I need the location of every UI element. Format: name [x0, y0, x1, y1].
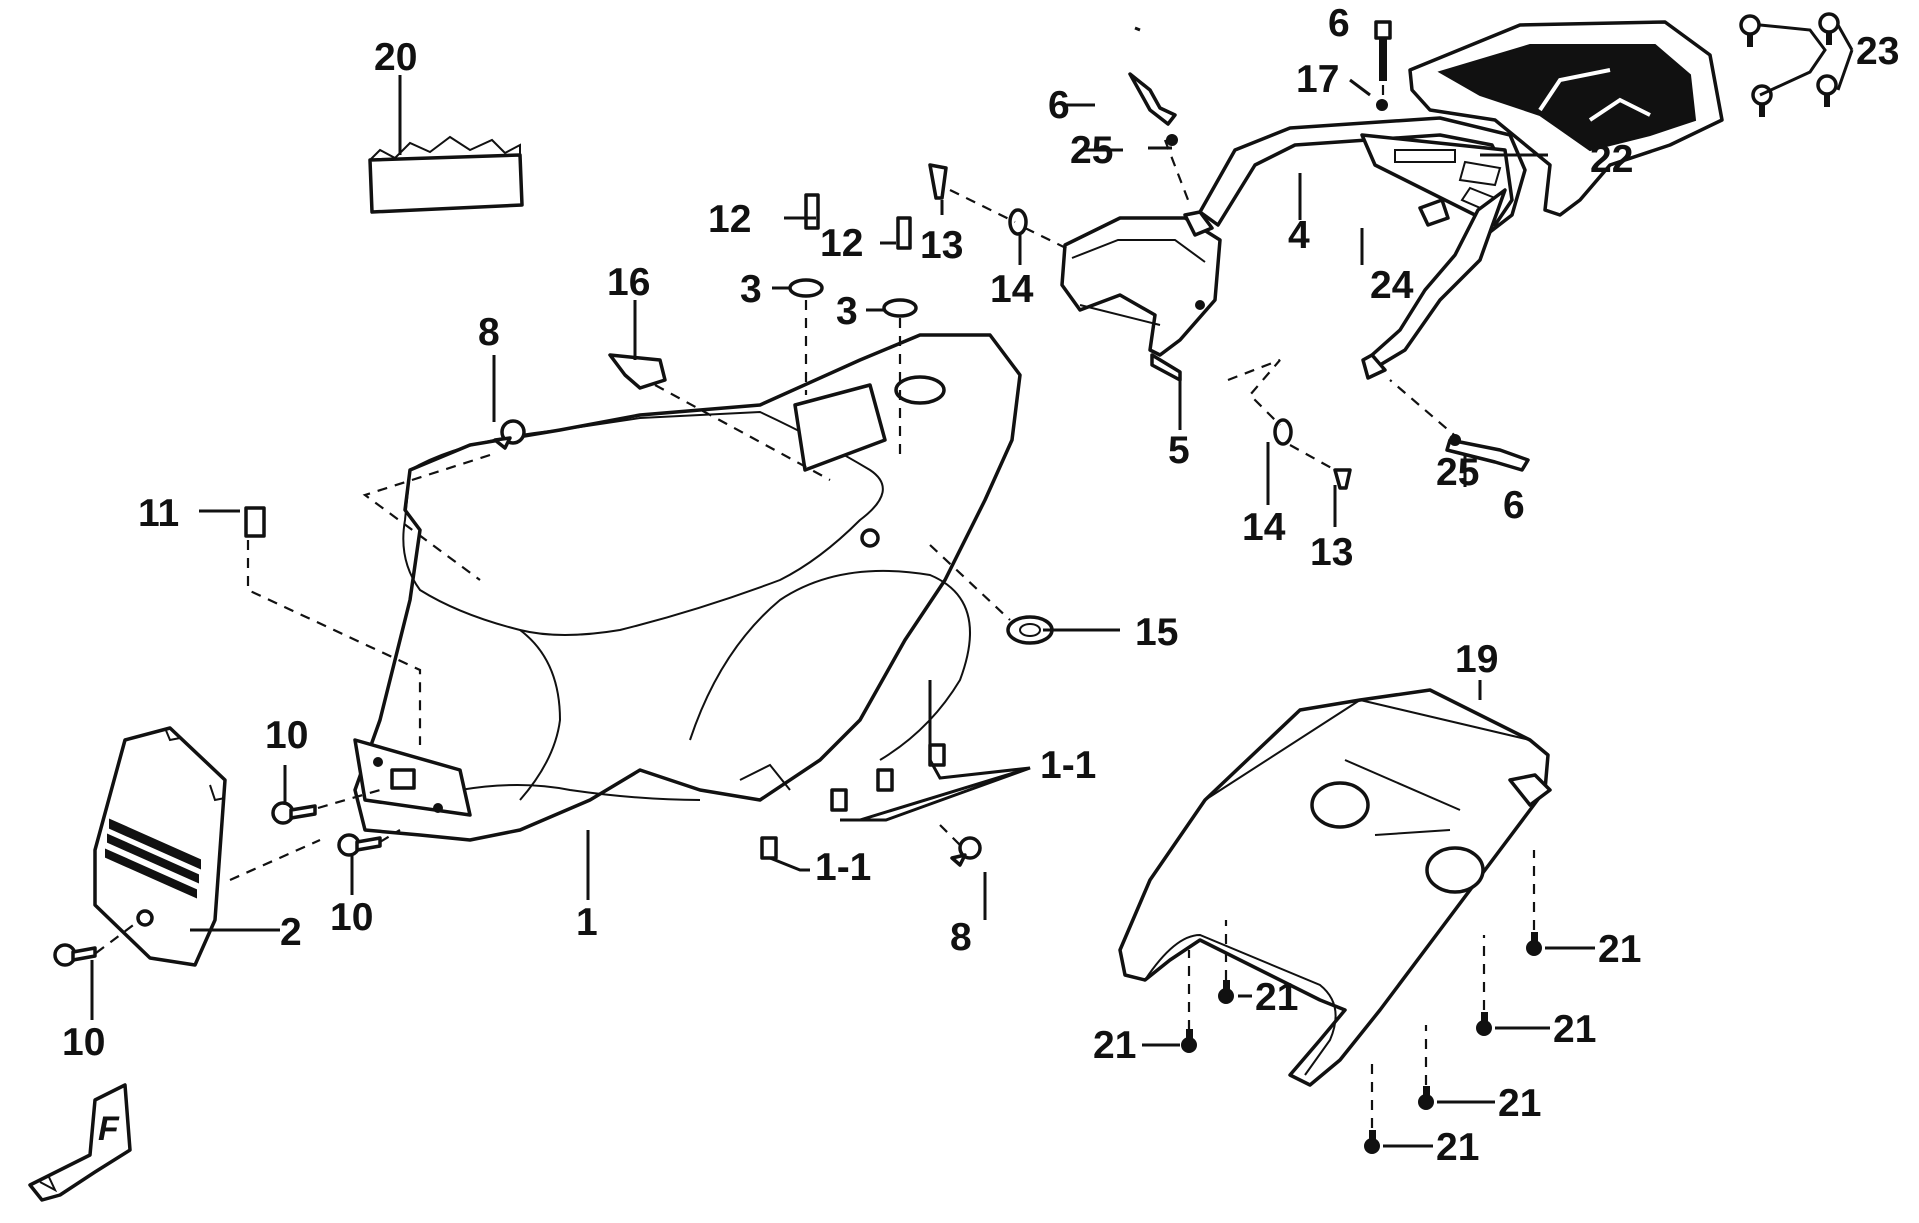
label-11: 11 — [138, 492, 179, 535]
label-20: 20 — [374, 36, 417, 79]
label-12-left: 12 — [708, 198, 751, 241]
label-13-upper: 13 — [920, 224, 963, 267]
part-22-carrier — [1408, 20, 1724, 217]
label-15: 15 — [1135, 611, 1178, 654]
label-19: 19 — [1455, 638, 1498, 681]
label-10-lower: 10 — [62, 1021, 105, 1064]
label-1-1-lower: 1-1 — [815, 846, 871, 889]
part-4-grab-rail — [1183, 116, 1527, 380]
label-1: 1 — [576, 901, 598, 944]
label-1-1-upper: 1-1 — [1040, 744, 1096, 787]
label-12-right: 12 — [820, 222, 863, 265]
label-3-left: 3 — [740, 268, 762, 311]
front-direction-mark: F — [28, 1083, 132, 1202]
label-21-f: 21 — [1436, 1126, 1479, 1169]
hardware — [53, 12, 1840, 1154]
label-21-e: 21 — [1498, 1082, 1541, 1125]
label-21-d: 21 — [1553, 1008, 1596, 1051]
label-17: 17 — [1296, 58, 1339, 101]
label-5: 5 — [1168, 429, 1190, 472]
label-2: 2 — [280, 911, 302, 954]
label-25-upper: 25 — [1070, 129, 1113, 172]
front-mark-letter: F — [98, 1110, 120, 1148]
part-19-under-tray — [1118, 688, 1552, 1087]
label-6-right: 6 — [1503, 484, 1525, 527]
label-24: 24 — [1370, 264, 1414, 307]
part-2-rear-cover — [93, 726, 227, 967]
label-6-top: 6 — [1328, 2, 1350, 45]
label-14-upper: 14 — [990, 268, 1034, 311]
callout-labels: 20 16 8 11 12 12 3 3 13 14 6 25 6 17 4 2… — [62, 2, 1899, 1169]
label-4: 4 — [1288, 214, 1310, 257]
part-20-liner — [368, 135, 524, 214]
label-21-b: 21 — [1255, 976, 1298, 1019]
label-6-left: 6 — [1048, 84, 1070, 127]
part-5-rear-cowl — [1060, 216, 1222, 382]
label-10-middle: 10 — [330, 896, 373, 939]
label-16: 16 — [607, 261, 650, 304]
label-21-a: 21 — [1598, 928, 1641, 971]
label-10-upper: 10 — [265, 714, 308, 757]
label-25-lower: 25 — [1436, 451, 1479, 494]
leader-lines — [90, 23, 1854, 1148]
label-13-lower: 13 — [1310, 531, 1353, 574]
label-22: 22 — [1590, 138, 1633, 181]
label-3-right: 3 — [836, 290, 858, 333]
part-1-body-cover — [353, 333, 1022, 842]
assembly-lines — [95, 85, 1536, 1128]
label-21-c: 21 — [1093, 1024, 1136, 1067]
label-8-lower: 8 — [950, 916, 972, 959]
label-8-upper: 8 — [478, 311, 500, 354]
label-23: 23 — [1856, 30, 1899, 73]
label-14-lower: 14 — [1242, 506, 1286, 549]
